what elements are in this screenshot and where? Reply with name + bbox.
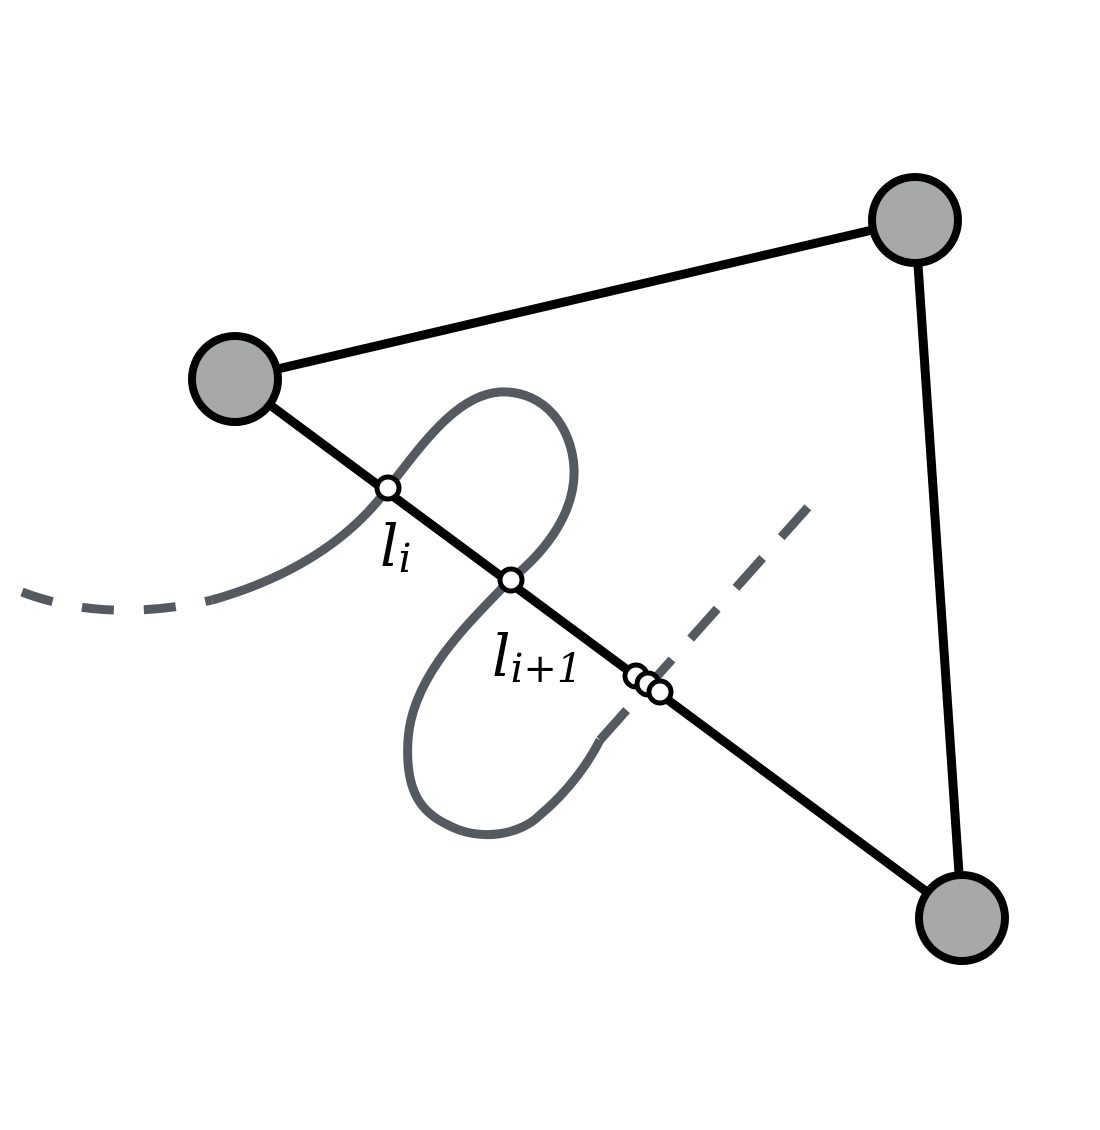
- label-l-i-plus-1-main: l: [492, 622, 511, 690]
- label-l-i-plus-1: li+1: [492, 622, 582, 692]
- curve-loop: [210, 387, 605, 840]
- intersection-point-cluster-3: [646, 678, 674, 706]
- intersection-point-i-plus-1: [497, 566, 525, 594]
- vertex-left: [188, 332, 282, 426]
- edge-top: [230, 215, 920, 384]
- edge-diagonal: [230, 374, 967, 923]
- curve-dashed-diagonal: [596, 493, 822, 743]
- label-l-i-sub: i: [399, 536, 412, 582]
- label-l-i-plus-1-sub: i+1: [511, 646, 583, 692]
- intersection-point-i: [374, 474, 402, 502]
- label-l-i-main: l: [380, 512, 399, 580]
- edge-right: [910, 215, 967, 923]
- vertex-top-right: [868, 173, 962, 267]
- curve-left-dashed-tail: [20, 587, 214, 615]
- label-l-i: li: [380, 512, 411, 582]
- vertex-bottom-right: [915, 871, 1009, 965]
